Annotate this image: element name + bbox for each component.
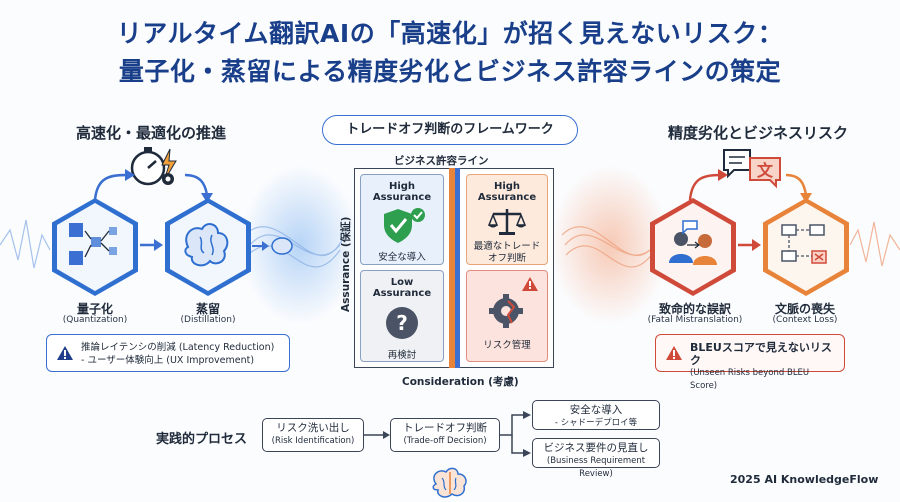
cell-safe-adoption: High Assurance 安全な導入 bbox=[360, 174, 444, 265]
brain-icon bbox=[184, 223, 229, 267]
bleu-callout: BLEUスコアで見えないリスク (Unseen Risks beyond BLE… bbox=[655, 334, 845, 391]
shield-check-icon bbox=[384, 208, 425, 243]
svg-text:?: ? bbox=[396, 311, 408, 335]
latency-callout-line1: 推論レイテンシの削減 (Latency Reduction) bbox=[81, 342, 275, 353]
quantization-sub: (Quantization) bbox=[62, 315, 128, 325]
cell-optimal-title: High Assurance bbox=[477, 181, 537, 203]
fatal-label: 致命的な誤訳 bbox=[658, 302, 731, 316]
cell-reconsider-sub: 再検討 bbox=[387, 350, 417, 361]
fatal-sub: (Fatal Mistranslation) bbox=[647, 315, 743, 325]
flow-arrows-right bbox=[688, 169, 812, 203]
warning-icon bbox=[57, 346, 73, 360]
process-step2-label: トレードオフ判断 bbox=[403, 422, 487, 434]
cube-grid-icon bbox=[69, 223, 117, 265]
brain-circuit-logo bbox=[432, 467, 467, 498]
context-sub: (Context Loss) bbox=[772, 315, 838, 325]
bleu-callout-line1: BLEUスコアで見えないリスク bbox=[690, 341, 832, 367]
distillation-sub: (Distillation) bbox=[180, 315, 236, 325]
process-out-safe: 安全な導入 - シャドーデプロイ等 bbox=[532, 400, 660, 430]
cell-optimal-sub: 最適なトレード オフ判断 bbox=[473, 241, 541, 264]
cell-optimal-tradeoff: High Assurance 最適なトレード オフ判断 bbox=[466, 174, 548, 265]
arrow-right bbox=[140, 239, 163, 251]
x-axis-label: Consideration (考慮) bbox=[402, 376, 519, 388]
process-step-tradeoff: トレードオフ判断 (Trade-off Decision) bbox=[390, 418, 500, 452]
cell-reconsider: Low Assurance ? 再検討 bbox=[360, 270, 444, 362]
business-line-label: ビジネス許容ライン bbox=[394, 155, 489, 167]
framework-pill: トレードオフ判断のフレームワーク bbox=[322, 115, 578, 145]
page-title-line2: 量子化・蒸留による精度劣化とビジネス許容ラインの策定 bbox=[118, 57, 782, 86]
small-brain-icon bbox=[252, 237, 293, 255]
question-icon: ? bbox=[386, 307, 418, 339]
quantization-hex bbox=[52, 198, 138, 296]
process-heading: 実践的プロセス bbox=[156, 432, 248, 447]
cell-risk-sub: リスク管理 bbox=[483, 340, 531, 351]
cell-risk-management: リスク管理 bbox=[466, 270, 548, 362]
process-out2-sub: (Business Requirement Review) bbox=[546, 456, 646, 479]
process-arrows bbox=[364, 411, 531, 457]
quantization-label: 量子化 bbox=[76, 302, 113, 316]
process-step2-sub: (Trade-off Decision) bbox=[403, 436, 487, 446]
footer-credit: 2025 AI KnowledgeFlow bbox=[730, 473, 879, 486]
arrow-right-red bbox=[738, 239, 761, 251]
cell-reconsider-title: Low Assurance bbox=[372, 277, 432, 299]
gear-warning-icon bbox=[489, 277, 538, 328]
warning-icon-red bbox=[666, 346, 682, 360]
business-line-orange bbox=[449, 168, 455, 368]
broken-flow-icon bbox=[781, 224, 827, 264]
latency-callout: 推論レイテンシの削減 (Latency Reduction) - ユーザー体験向… bbox=[46, 334, 290, 372]
page-title-line1: リアルタイム翻訳AIの「高速化」が招く見えないリスク： bbox=[116, 19, 784, 48]
business-line-blue bbox=[455, 168, 460, 368]
scale-icon bbox=[487, 209, 527, 235]
process-step-risk: リスク洗い出し (Risk Identification) bbox=[262, 418, 364, 452]
translation-bubbles-icon: 文 bbox=[723, 149, 781, 189]
cell-safe-sub: 安全な導入 bbox=[378, 252, 426, 263]
process-out1-label: 安全な導入 bbox=[569, 404, 623, 416]
svg-text:文: 文 bbox=[757, 161, 774, 180]
right-heading: 精度劣化とビジネスリスク bbox=[668, 124, 849, 142]
background-waves bbox=[0, 165, 900, 325]
people-talking-icon bbox=[669, 220, 717, 265]
process-step1-sub: (Risk Identification) bbox=[271, 436, 355, 446]
bleu-callout-line2: (Unseen Risks beyond BLEU Score) bbox=[690, 368, 810, 391]
distillation-label: 蒸留 bbox=[195, 302, 220, 316]
cell-safe-title: High Assurance bbox=[372, 181, 432, 203]
process-out2-label: ビジネス要件の見直し bbox=[543, 442, 649, 454]
flow-arrows-top bbox=[93, 169, 213, 203]
latency-callout-line2: - ユーザー体験向上 (UX Improvement) bbox=[81, 355, 255, 366]
stopwatch-icon bbox=[130, 147, 177, 186]
process-step1-label: リスク洗い出し bbox=[276, 422, 350, 434]
process-out1-sub: - シャドーデプロイ等 bbox=[554, 418, 638, 428]
process-out-review: ビジネス要件の見直し (Business Requirement Review) bbox=[532, 438, 660, 479]
context-label: 文脈の喪失 bbox=[774, 302, 835, 316]
left-heading: 高速化・最適化の推進 bbox=[76, 124, 227, 142]
y-axis-label: Assurance (保証) bbox=[340, 216, 352, 312]
